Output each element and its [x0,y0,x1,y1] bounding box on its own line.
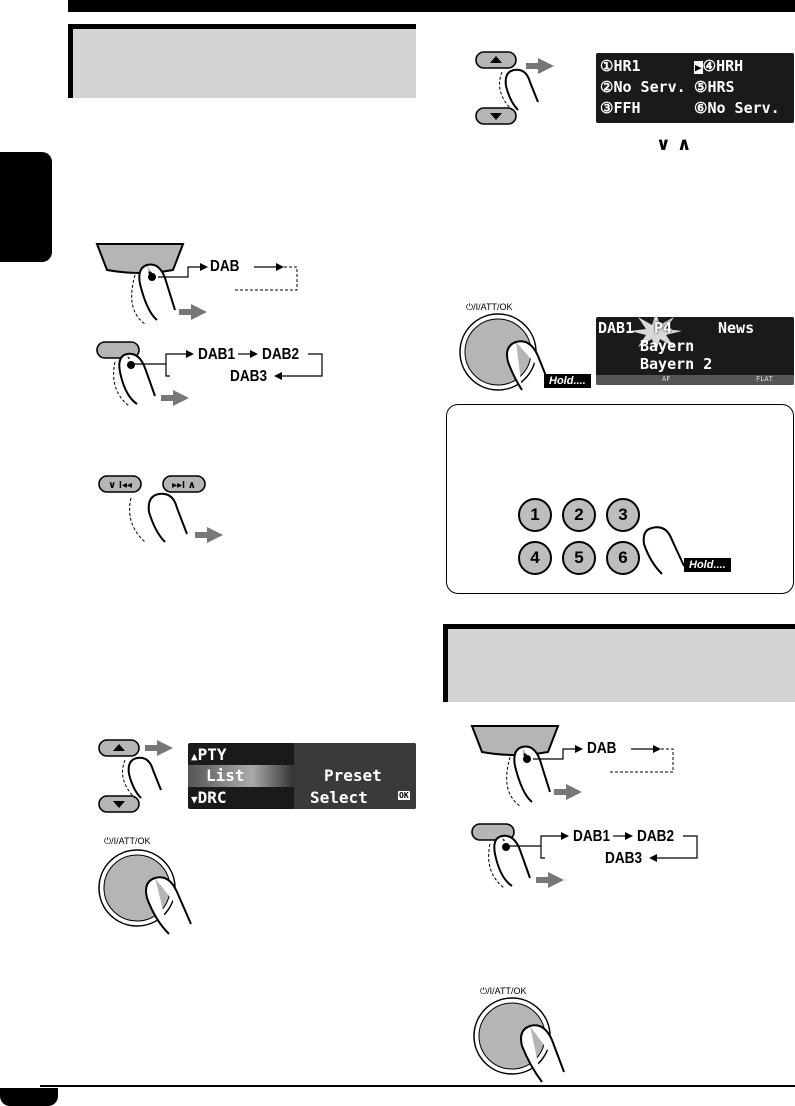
section-header-box-left [68,24,416,98]
section-header-box-right [443,624,795,702]
station-ensemble: DAB1 [598,319,635,337]
softkey-flat: FLAT [756,375,773,383]
number-button-5[interactable]: 5 [562,541,596,575]
knob-illustration-right-top [459,313,547,391]
dab-source-flow-right [533,745,674,773]
preset-item-3: ③FFH [600,99,641,117]
remote-presets-box [446,404,794,594]
knob-illustration-right-bottom [473,997,565,1083]
station-line3: Bayern 2 [640,355,713,373]
band-button-illustration-right [471,823,564,889]
flash-burst-icon [630,317,682,351]
preset-item-4: ▶④HRH [694,57,744,75]
updown-buttons-illustration-right [475,51,554,125]
station-display: DAB1 P4 News Bayern Bayern 2 AF FLAT [596,317,794,385]
dab-source-flow [158,263,298,291]
dab1-label-right: DAB1 [573,828,611,845]
knob-label-right-bottom: ⏻/I/ATT/OK [480,986,527,996]
menu-select: Select [310,788,368,807]
number-button-2[interactable]: 2 [562,498,596,532]
side-language-tab [0,152,52,262]
source-button-illustration-right [470,725,582,807]
skip-buttons-illustration: ∨ I◂◂ ▸▸I ∧ [98,475,223,543]
menu-display: ▲PTY List ▼DRC Preset Select OK [188,743,416,809]
dab-band-cycle-right [509,832,698,862]
dab2-label-right: DAB2 [637,828,675,845]
softkey-af: AF [662,375,671,383]
station-pty: News [718,319,755,337]
selection-arrow-icon: ▶ [694,61,703,74]
finger-icon [642,526,685,575]
preset-list-display: ①HR1 ▶④HRH ②No Serv. ⑤HRS ③FFH ⑥No Serv. [596,53,794,123]
top-bar [68,0,795,12]
number-button-6[interactable]: 6 [606,541,640,575]
preset-item-1: ①HR1 [600,57,641,75]
source-button-illustration [95,243,207,325]
station-preset: P4 [654,319,673,337]
svg-text:∨ I◂◂: ∨ I◂◂ [108,480,132,491]
dab-band-cycle [134,350,323,380]
number-button-1[interactable]: 1 [518,498,552,532]
chevron-icons: ∨ ∧ [656,134,692,155]
bottom-rule [40,1085,795,1087]
station-line2: Bayern [640,337,695,355]
preset-item-6: ⑥No Serv. [694,99,780,117]
svg-text:▸▸I ∧: ▸▸I ∧ [172,480,196,491]
hold-badge-box: Hold.... [684,558,731,572]
menu-preset: Preset [324,766,382,785]
knob-label-right-top: ⏻/I/ATT/OK [466,302,513,312]
ok-icon: OK [398,791,410,800]
down-triangle-icon: ▼ [191,793,198,806]
menu-row-drc: ▼DRC [191,788,227,807]
hold-badge-top: Hold.... [544,374,591,388]
dab3-label-right: DAB3 [605,850,643,867]
dab3-label: DAB3 [230,368,268,385]
dab-label-right: DAB [587,740,617,757]
preset-item-5: ⑤HRS [694,78,735,96]
dab1-label: DAB1 [198,346,236,363]
menu-row-list: List [206,766,245,785]
number-button-4[interactable]: 4 [518,541,552,575]
knob-illustration-left [98,849,192,935]
band-button-illustration [96,341,189,407]
up-triangle-icon: ▲ [191,750,198,763]
page-number-tab [0,1088,58,1106]
updown-buttons-illustration [98,739,173,813]
dab2-label: DAB2 [262,346,300,363]
knob-label-left: ⏻/I/ATT/OK [104,836,151,846]
preset-item-2: ②No Serv. [600,78,686,96]
menu-row-pty: ▲PTY [191,745,227,764]
dab-label: DAB [210,258,240,275]
number-button-3[interactable]: 3 [606,498,640,532]
